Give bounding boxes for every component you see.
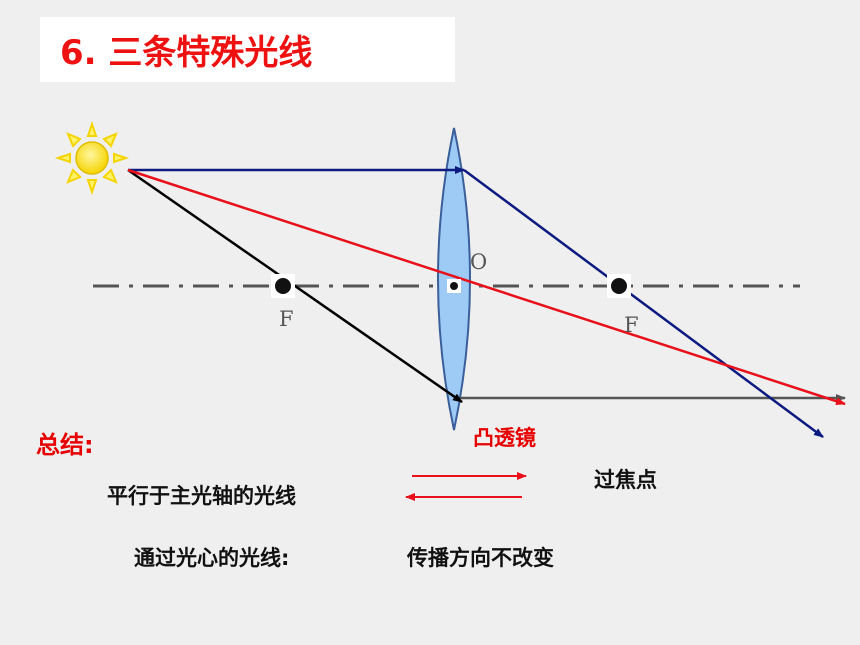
summary-through-focus: 过焦点 <box>594 468 657 492</box>
summary-center-result: 传播方向不改变 <box>407 546 554 570</box>
center-ray <box>127 168 846 406</box>
optical-center-label: O <box>470 250 488 274</box>
lens-label: 凸透镜 <box>473 426 536 450</box>
focus-label-right: F <box>624 313 639 337</box>
summary-heading: 总结: <box>36 431 94 459</box>
summary-center-ray: 通过光心的光线: <box>134 546 290 570</box>
focus-label-left: F <box>279 307 294 331</box>
page-title: 6. 三条特殊光线 <box>60 33 313 73</box>
optical-center-marker <box>447 279 461 293</box>
sun-icon <box>54 120 130 196</box>
title-box: 6. 三条特殊光线 <box>40 17 455 82</box>
summary-parallel-ray: 平行于主光轴的光线 <box>107 484 296 508</box>
focal-point-marker <box>271 274 295 298</box>
focal-point-marker <box>607 274 631 298</box>
parallel-ray-refracted <box>463 168 824 439</box>
